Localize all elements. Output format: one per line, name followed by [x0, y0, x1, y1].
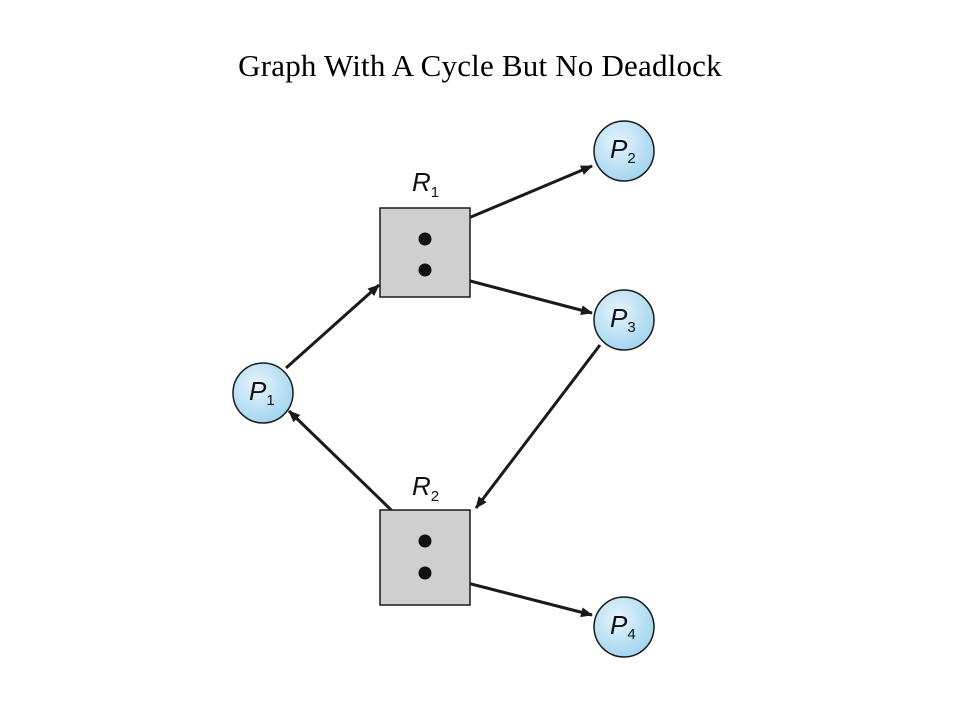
resource-r2-label: R2 — [412, 471, 439, 505]
resource-r2-instance-1 — [418, 534, 432, 548]
process-p3-circle — [593, 289, 655, 351]
process-p2-label: P2 — [610, 134, 636, 167]
process-p1-circle — [232, 362, 294, 424]
resource-r1-label: R1 — [412, 167, 439, 201]
process-p2: P2 — [593, 120, 655, 182]
resource-r2: R2 — [379, 471, 471, 606]
diagram-title: Graph With A Cycle But No Deadlock — [238, 48, 722, 83]
process-p3: P3 — [593, 289, 655, 351]
process-p4-label: P4 — [610, 610, 636, 643]
process-p4: P4 — [593, 596, 655, 658]
edge-p3-to-r2 — [474, 344, 602, 509]
resource-r1-instance-1 — [418, 232, 432, 246]
resource-r2-instance-2 — [418, 566, 432, 580]
edge-p1-to-r1 — [285, 283, 380, 370]
resource-r1-instance-2 — [418, 263, 432, 277]
process-p3-label: P3 — [610, 303, 636, 336]
resource-r1-box — [379, 207, 471, 298]
resource-r1: R1 — [379, 167, 471, 298]
process-p2-circle — [593, 120, 655, 182]
process-p4-circle — [593, 596, 655, 658]
process-p1-label: P1 — [249, 376, 275, 409]
resource-r2-box — [379, 509, 471, 606]
process-p1: P1 — [232, 362, 294, 424]
